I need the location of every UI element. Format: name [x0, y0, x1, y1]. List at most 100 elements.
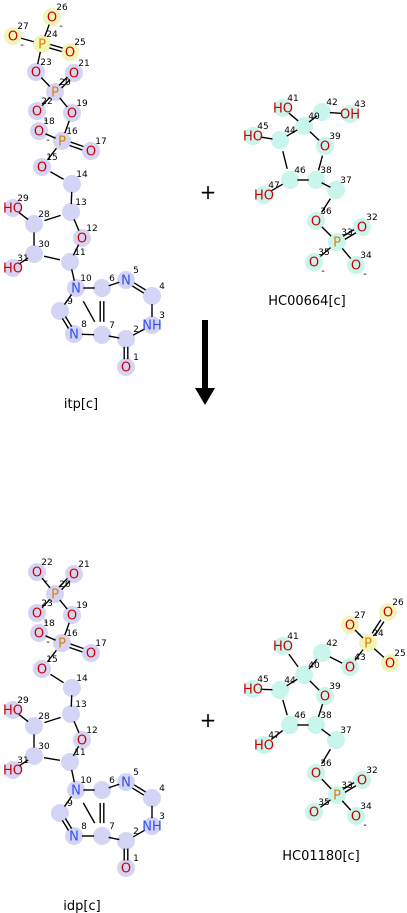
atom-charge: - [44, 617, 48, 628]
atom-number: 6 [109, 274, 115, 284]
single-bond [70, 769, 76, 783]
double-bond [374, 621, 385, 636]
atom-highlight [307, 212, 325, 230]
double-bond [58, 577, 68, 588]
atom-highlight [73, 731, 91, 749]
single-bond [45, 133, 56, 139]
molecule-itp: O26-O27-P24O25O23P20O21O22-O19O18-P16O17… [3, 3, 165, 376]
atom-highlight [328, 786, 346, 804]
single-bond [72, 244, 80, 256]
atom-number: 5 [133, 768, 139, 778]
arrow-shaft [202, 320, 208, 390]
atom-number: 32 [366, 766, 377, 776]
atom-number: 17 [95, 137, 106, 147]
single-bond [63, 796, 73, 807]
atom-highlight [274, 637, 292, 655]
atom-number: 4 [159, 784, 165, 794]
atom-charge: - [44, 115, 48, 126]
double-bond [70, 141, 84, 148]
double-bond [344, 232, 357, 240]
atom-highlight [61, 253, 79, 271]
atom-highlight [271, 131, 289, 149]
atom-highlight [4, 701, 22, 719]
atom-highlight [28, 102, 46, 120]
atom-number: 44 [284, 126, 296, 136]
arrow-head [195, 388, 215, 405]
atom-charge: - [20, 40, 24, 51]
atom-number: 45 [257, 675, 268, 685]
atom-number: 40 [308, 661, 320, 671]
atom-number: 38 [320, 166, 332, 176]
atom-highlight [307, 716, 325, 734]
highlight-layer [244, 99, 371, 274]
single-bond [354, 629, 364, 639]
atom-number: 10 [80, 274, 92, 284]
atom-number: 46 [294, 711, 306, 721]
atom-number: 4 [159, 282, 165, 292]
single-bond [321, 748, 331, 765]
atom-number: 14 [76, 674, 88, 684]
single-bond [319, 247, 332, 257]
single-bond [321, 198, 331, 213]
atom-highlight [33, 158, 51, 176]
atom-number: 39 [329, 132, 341, 142]
atom-charge: - [321, 266, 325, 277]
atom-highlight [93, 326, 111, 344]
atom-symbol: O [32, 105, 42, 120]
atom-number: 3 [159, 311, 165, 321]
atom-number: 7 [109, 321, 115, 331]
atom-highlight [65, 827, 83, 845]
atom-symbol: N [71, 282, 81, 297]
single-bond [341, 800, 352, 811]
single-bond [50, 673, 64, 684]
atom-number: 19 [76, 601, 88, 611]
atom-highlight [117, 859, 135, 877]
single-bond [18, 759, 29, 767]
double-bond [50, 43, 63, 49]
atom-number: 36 [320, 759, 332, 769]
atom-highlight [4, 199, 22, 217]
atom-number: 18 [43, 117, 55, 127]
atom-number: 43 [354, 653, 365, 663]
atom-number: 2 [133, 827, 139, 837]
atom-symbol: P [333, 789, 341, 804]
single-bond [108, 335, 120, 339]
single-bond [64, 120, 70, 134]
single-bond [59, 599, 68, 610]
double-bond [342, 782, 355, 790]
atom-highlight [61, 753, 79, 771]
atom-symbol: O [37, 161, 47, 176]
atom-number: 1 [133, 353, 139, 363]
single-bond [41, 598, 51, 609]
atom-highlight [341, 616, 359, 634]
atom-symbol: O [69, 67, 79, 82]
atom-symbol: NH [142, 820, 162, 835]
atom-highlight [143, 316, 161, 334]
atom-highlight [51, 302, 69, 320]
atom-number: 8 [81, 822, 87, 832]
atom-highlight [353, 771, 371, 789]
atom-symbol: O [32, 566, 42, 581]
atom-charge: - [363, 269, 367, 280]
atom-symbol: HO [3, 764, 23, 779]
atom-highlight [65, 565, 83, 583]
atom-highlight [33, 35, 51, 53]
single-bond [270, 730, 284, 740]
single-bond [132, 328, 146, 336]
atom-layer: O26-O27-P24O25O23P20O21O22-O19O18-P16O17… [3, 3, 165, 376]
single-bond [321, 728, 331, 737]
atom-highlight [327, 181, 345, 199]
single-bond [108, 836, 120, 841]
atom-number: 45 [257, 122, 268, 132]
single-bond [47, 147, 57, 161]
bond-layer [260, 619, 385, 811]
atom-highlight [82, 142, 100, 160]
atom-number: 26 [56, 3, 68, 13]
atom-number: 24 [46, 30, 58, 40]
atom-symbol: HO [3, 704, 23, 719]
atom-highlight [327, 731, 345, 749]
atom-highlight [65, 325, 83, 343]
atom-number: 38 [320, 711, 332, 721]
